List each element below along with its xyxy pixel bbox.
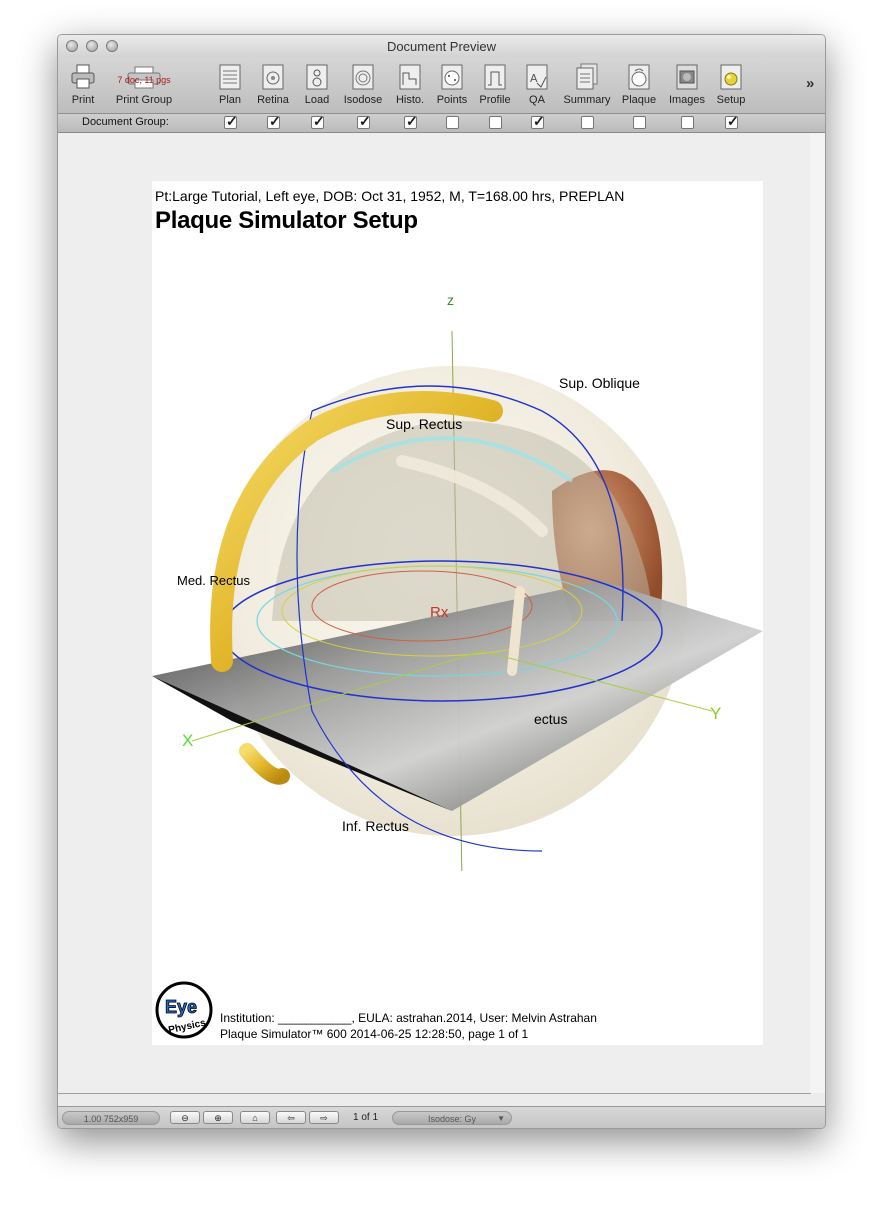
preview-viewport[interactable]: Pt:Large Tutorial, Left eye, DOB: Oct 31… — [58, 133, 811, 1094]
y-axis-label: Y — [710, 704, 721, 723]
toolbar: Print 7 doc, 11 pgs Print Group Plan Ret… — [58, 57, 825, 114]
document-group-checkbox[interactable]: ✓ — [267, 113, 281, 129]
svg-text:A: A — [530, 72, 538, 85]
toolbar-setup[interactable]: Setup — [714, 63, 748, 106]
zoom-in-button[interactable]: ⊕ — [203, 1111, 233, 1124]
statusbar: 1.00 752x959 ⊖ ⊕ ⌂ ⇦ ⇨ 1 of 1 Isodose: G… — [58, 1106, 825, 1128]
inf-rectus-label: Inf. Rectus — [342, 818, 409, 834]
histogram-document-icon — [399, 64, 421, 90]
next-page-button[interactable]: ⇨ — [309, 1111, 339, 1124]
toolbar-retina[interactable]: Retina — [256, 63, 290, 106]
document-group-checkbox[interactable]: ✓ — [531, 113, 545, 129]
plaque-3d-scene: z Sup. Oblique Sup. Rectus Med. Rectus R… — [152, 292, 763, 871]
toolbar-load[interactable]: Load — [300, 63, 334, 106]
vertical-scrollbar[interactable] — [810, 133, 825, 1093]
toolbar-qa[interactable]: A QA — [520, 63, 554, 106]
points-document-icon — [441, 64, 463, 90]
med-rectus-label: Med. Rectus — [177, 573, 250, 588]
toolbar-isodose[interactable]: Isodose — [342, 63, 384, 106]
printer-icon — [71, 64, 95, 89]
document-group-checkbox[interactable] — [489, 116, 502, 129]
document-group-checkbox[interactable]: ✓ — [224, 113, 238, 129]
document-group-checkbox[interactable]: ✓ — [725, 113, 739, 129]
document-group-checkbox[interactable] — [681, 116, 694, 129]
document-group-bar: Document Group: ✓ ✓ ✓ ✓ ✓ ✓ ✓ — [58, 113, 825, 133]
minimize-window-button[interactable] — [86, 40, 98, 52]
patient-info-line: Pt:Large Tutorial, Left eye, DOB: Oct 31… — [155, 188, 625, 204]
isodose-select[interactable]: Isodose: Gy ▼ — [392, 1111, 512, 1125]
document-group-checkbox[interactable] — [581, 116, 594, 129]
svg-text:Eye: Eye — [165, 997, 197, 1017]
titlebar: Document Preview — [58, 35, 825, 57]
rx-label: Rx — [430, 604, 449, 621]
toolbar-histo[interactable]: Histo. — [393, 63, 427, 106]
toolbar-images[interactable]: Images — [667, 63, 707, 106]
document-group-checkbox[interactable] — [446, 116, 459, 129]
profile-document-icon — [484, 64, 506, 90]
document-group-checkbox[interactable]: ✓ — [311, 113, 325, 129]
zoom-window-button[interactable] — [106, 40, 118, 52]
isodose-document-icon — [352, 64, 374, 90]
preview-page: Pt:Large Tutorial, Left eye, DOB: Oct 31… — [152, 181, 763, 1045]
print-button[interactable]: Print — [66, 63, 100, 106]
print-group-count: 7 doc, 11 pgs — [117, 75, 171, 85]
print-group-button[interactable]: 7 doc, 11 pgs Print Group — [112, 63, 176, 106]
load-document-icon — [306, 64, 328, 90]
checkmark-icon: ✓ — [406, 113, 418, 129]
printer-group-icon — [127, 66, 161, 89]
qa-document-icon: A — [526, 64, 548, 90]
setup-document-icon — [720, 64, 742, 90]
page-count: 1 of 1 — [353, 1112, 379, 1123]
close-window-button[interactable] — [66, 40, 78, 52]
checkmark-icon: ✓ — [313, 113, 325, 129]
checkmark-icon: ✓ — [359, 113, 371, 129]
window-title: Document Preview — [386, 39, 497, 54]
document-group-label: Document Group: — [82, 116, 169, 128]
page-title: Plaque Simulator Setup — [155, 207, 418, 234]
z-axis-label: z — [447, 292, 454, 308]
home-button[interactable]: ⌂ — [240, 1111, 270, 1124]
plaque-document-icon — [628, 64, 650, 90]
zoom-readout: 1.00 752x959 — [62, 1111, 160, 1125]
document-preview-window: Document Preview Print 7 doc, 11 pgs Pri… — [57, 34, 826, 1129]
toolbar-summary[interactable]: Summary — [560, 63, 614, 106]
footer-institution: Institution: ___________, EULA: astrahan… — [220, 1011, 597, 1025]
lat-rectus-label: ectus — [534, 711, 567, 727]
x-axis-label: X — [182, 731, 193, 750]
eye-physics-logo: Eye Physics — [155, 981, 213, 1039]
footer-version: Plaque Simulator™ 600 2014-06-25 12:28:5… — [220, 1027, 529, 1041]
checkmark-icon: ✓ — [269, 113, 281, 129]
zoom-out-button[interactable]: ⊖ — [170, 1111, 200, 1124]
plan-document-icon — [219, 64, 241, 90]
summary-document-icon — [576, 63, 598, 90]
document-group-checkbox[interactable]: ✓ — [404, 113, 418, 129]
toolbar-overflow-button[interactable]: » — [806, 75, 815, 92]
checkmark-icon: ✓ — [727, 113, 739, 129]
document-group-checkbox[interactable]: ✓ — [357, 113, 371, 129]
images-document-icon — [676, 64, 698, 90]
document-group-checkbox[interactable] — [633, 116, 646, 129]
retina-document-icon — [262, 64, 284, 90]
toolbar-plan[interactable]: Plan — [213, 63, 247, 106]
sup-oblique-label: Sup. Oblique — [559, 375, 640, 391]
toolbar-points[interactable]: Points — [434, 63, 470, 106]
toolbar-plaque[interactable]: Plaque — [620, 63, 658, 106]
checkmark-icon: ✓ — [533, 113, 545, 129]
toolbar-profile[interactable]: Profile — [476, 63, 514, 106]
sup-rectus-label: Sup. Rectus — [386, 416, 462, 432]
previous-page-button[interactable]: ⇦ — [276, 1111, 306, 1124]
chevron-down-icon: ▼ — [497, 1114, 505, 1123]
checkmark-icon: ✓ — [226, 113, 238, 129]
